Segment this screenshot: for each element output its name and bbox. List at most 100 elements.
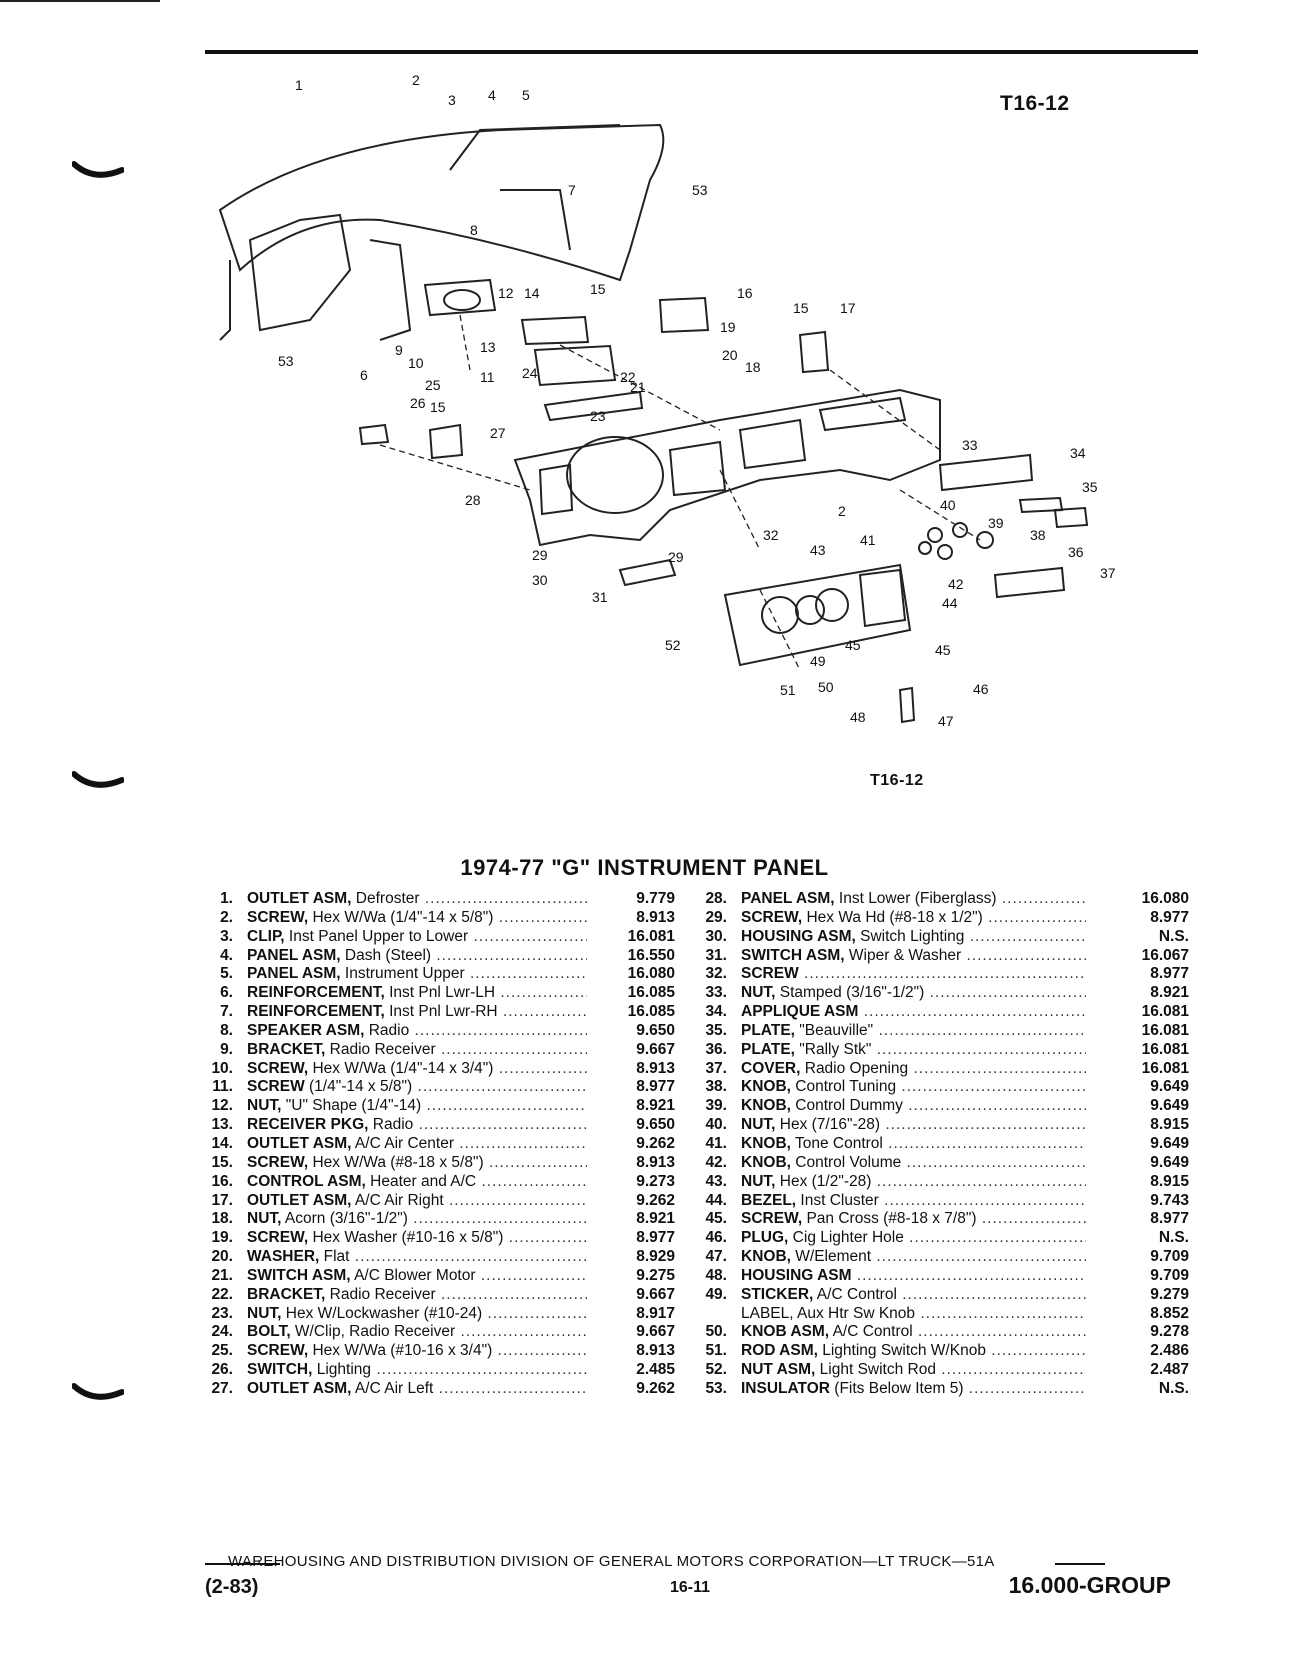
- part-detail: Radio Opening: [800, 1059, 909, 1077]
- part-name: NUT,: [741, 1116, 776, 1134]
- part-group-number: 9.667: [636, 1285, 675, 1303]
- part-group-number: 8.852: [1150, 1304, 1189, 1322]
- part-group-number: 9.273: [636, 1172, 675, 1190]
- part-description: NUT, Hex (7/16"-28) ....................…: [741, 1116, 1086, 1135]
- leader-dots: ........................................…: [459, 1134, 587, 1152]
- part-detail: LABEL, Aux Htr Sw Knob: [741, 1304, 916, 1322]
- part-description: SPEAKER ASM, Radio .....................…: [247, 1022, 587, 1041]
- part-row: 31.SWITCH ASM, Wiper & Washer ..........…: [694, 947, 1194, 966]
- leader-dots: ........................................…: [968, 1379, 1086, 1397]
- part-group-number: 9.779: [636, 890, 675, 907]
- leader-dots: ........................................…: [469, 965, 587, 983]
- part-description: WASHER, Flat ...........................…: [247, 1248, 587, 1267]
- part-row: 52.NUT ASM, Light Switch Rod ...........…: [694, 1361, 1194, 1380]
- part-name: RECEIVER PKG,: [247, 1116, 369, 1134]
- callout-label: 39: [988, 515, 1004, 531]
- callout-label: 20: [722, 347, 738, 363]
- part-row: 44.BEZEL, Inst Cluster .................…: [694, 1192, 1194, 1211]
- leader-dots: ........................................…: [448, 1191, 587, 1209]
- part-group-number: 8.915: [1150, 1116, 1189, 1134]
- part-group-number: 9.650: [636, 1021, 675, 1039]
- part-number: 25.: [211, 1342, 233, 1360]
- part-group-number: 9.649: [1150, 1078, 1189, 1096]
- part-detail: Flat: [319, 1248, 350, 1266]
- leader-dots: ........................................…: [876, 1248, 1086, 1266]
- callout-label: 4: [488, 87, 496, 103]
- part-number: 11.: [212, 1078, 233, 1096]
- part-detail: Wiper & Washer: [844, 946, 962, 964]
- part-group-number: 9.649: [1150, 1097, 1189, 1115]
- part-description: OUTLET ASM, A/C Air Right ..............…: [247, 1192, 587, 1211]
- part-description: SCREW ..................................…: [741, 965, 1086, 984]
- callout-label: 36: [1068, 544, 1084, 560]
- part-number: 24.: [211, 1323, 233, 1341]
- part-name: SPEAKER ASM,: [247, 1021, 365, 1039]
- callout-label: 3: [448, 92, 456, 108]
- part-group-number: 2.485: [636, 1361, 675, 1379]
- leader-dots: ........................................…: [438, 1379, 587, 1397]
- part-description: PLATE, "Rally Stk" .....................…: [741, 1041, 1086, 1060]
- part-name: SCREW,: [247, 1059, 309, 1077]
- part-number: 19.: [211, 1229, 233, 1247]
- leader-dots: ........................................…: [908, 1097, 1086, 1115]
- part-description: PANEL ASM, Instrument Upper ............…: [247, 965, 587, 984]
- leader-dots: ........................................…: [884, 1191, 1086, 1209]
- callout-label: 17: [840, 300, 856, 316]
- part-detail: Instrument Upper: [340, 965, 465, 983]
- part-row: 6.REINFORCEMENT, Inst Pnl Lwr-LH .......…: [200, 984, 680, 1003]
- part-detail: Light Switch Rod: [815, 1361, 936, 1379]
- part-number: 2.: [220, 908, 233, 926]
- part-description: BRACKET, Radio Receiver ................…: [247, 1286, 587, 1305]
- part-detail: Hex W/Wa (#10-16 x 3/4"): [308, 1342, 493, 1360]
- part-row: 33.NUT, Stamped (3/16"-1/2") ...........…: [694, 984, 1194, 1003]
- leader-dots: ........................................…: [460, 1323, 587, 1341]
- part-name: SCREW,: [247, 1342, 309, 1360]
- part-group-number: 9.709: [1150, 1248, 1189, 1266]
- part-group-number: 16.081: [1141, 1021, 1189, 1039]
- part-number: 51.: [705, 1342, 727, 1360]
- part-description: SCREW, Hex W/Wa (1/4"-14 x 5/8") .......…: [247, 909, 587, 928]
- part-name: SWITCH ASM,: [741, 946, 845, 964]
- part-name: KNOB,: [741, 1078, 791, 1096]
- header-rule: [205, 50, 1198, 54]
- part-detail: Hex Wa Hd (#8-18 x 1/2"): [802, 908, 983, 926]
- callout-label: 12: [498, 285, 514, 301]
- part-row: 2. SCREW, Hex W/Wa (1/4"-14 x 5/8") .....…: [200, 909, 680, 928]
- part-number: 23.: [211, 1304, 233, 1322]
- part-group-number: 9.278: [1150, 1323, 1189, 1341]
- leader-dots: ........................................…: [917, 1323, 1086, 1341]
- part-name: HOUSING ASM,: [741, 927, 856, 945]
- callout-label: 23: [590, 408, 606, 424]
- part-group-number: 9.667: [636, 1323, 675, 1341]
- callout-label: 30: [532, 572, 548, 588]
- leader-dots: ........................................…: [473, 927, 587, 945]
- part-detail: Heater and A/C: [365, 1172, 477, 1190]
- part-name: NUT,: [247, 1210, 282, 1228]
- callout-label: 52: [665, 637, 681, 653]
- part-group-number: 16.081: [627, 927, 675, 945]
- callout-label: 2: [838, 503, 846, 519]
- callout-label: 2: [412, 72, 420, 88]
- leader-dots: ........................................…: [988, 908, 1086, 926]
- callout-label: 27: [490, 425, 506, 441]
- callout-label: 18: [745, 359, 761, 375]
- part-group-number: 8.913: [636, 908, 675, 926]
- part-number: 9.: [220, 1040, 233, 1058]
- part-number: 10.: [211, 1059, 233, 1077]
- part-detail: Dash (Steel): [340, 946, 432, 964]
- part-group-number: 9.649: [1150, 1153, 1189, 1171]
- part-row: 53.INSULATOR (Fits Below Item 5) .......…: [694, 1380, 1194, 1399]
- part-group-number: 16.085: [627, 1003, 675, 1021]
- part-number: 50.: [705, 1323, 727, 1341]
- leader-dots: ........................................…: [500, 984, 587, 1002]
- part-row: 12.NUT, "U" Shape (1/4"-14) ............…: [200, 1097, 680, 1116]
- part-name: KNOB ASM,: [741, 1323, 830, 1341]
- footer-dash-left: [205, 1563, 280, 1565]
- part-number: 45.: [705, 1210, 727, 1228]
- part-name: BEZEL,: [741, 1191, 797, 1209]
- part-group-number: 9.667: [636, 1040, 675, 1058]
- part-description: SWITCH ASM, Wiper & Washer .............…: [741, 947, 1086, 966]
- leader-dots: ........................................…: [417, 1078, 588, 1096]
- part-number: 4.: [220, 946, 233, 964]
- part-name: KNOB,: [741, 1153, 791, 1171]
